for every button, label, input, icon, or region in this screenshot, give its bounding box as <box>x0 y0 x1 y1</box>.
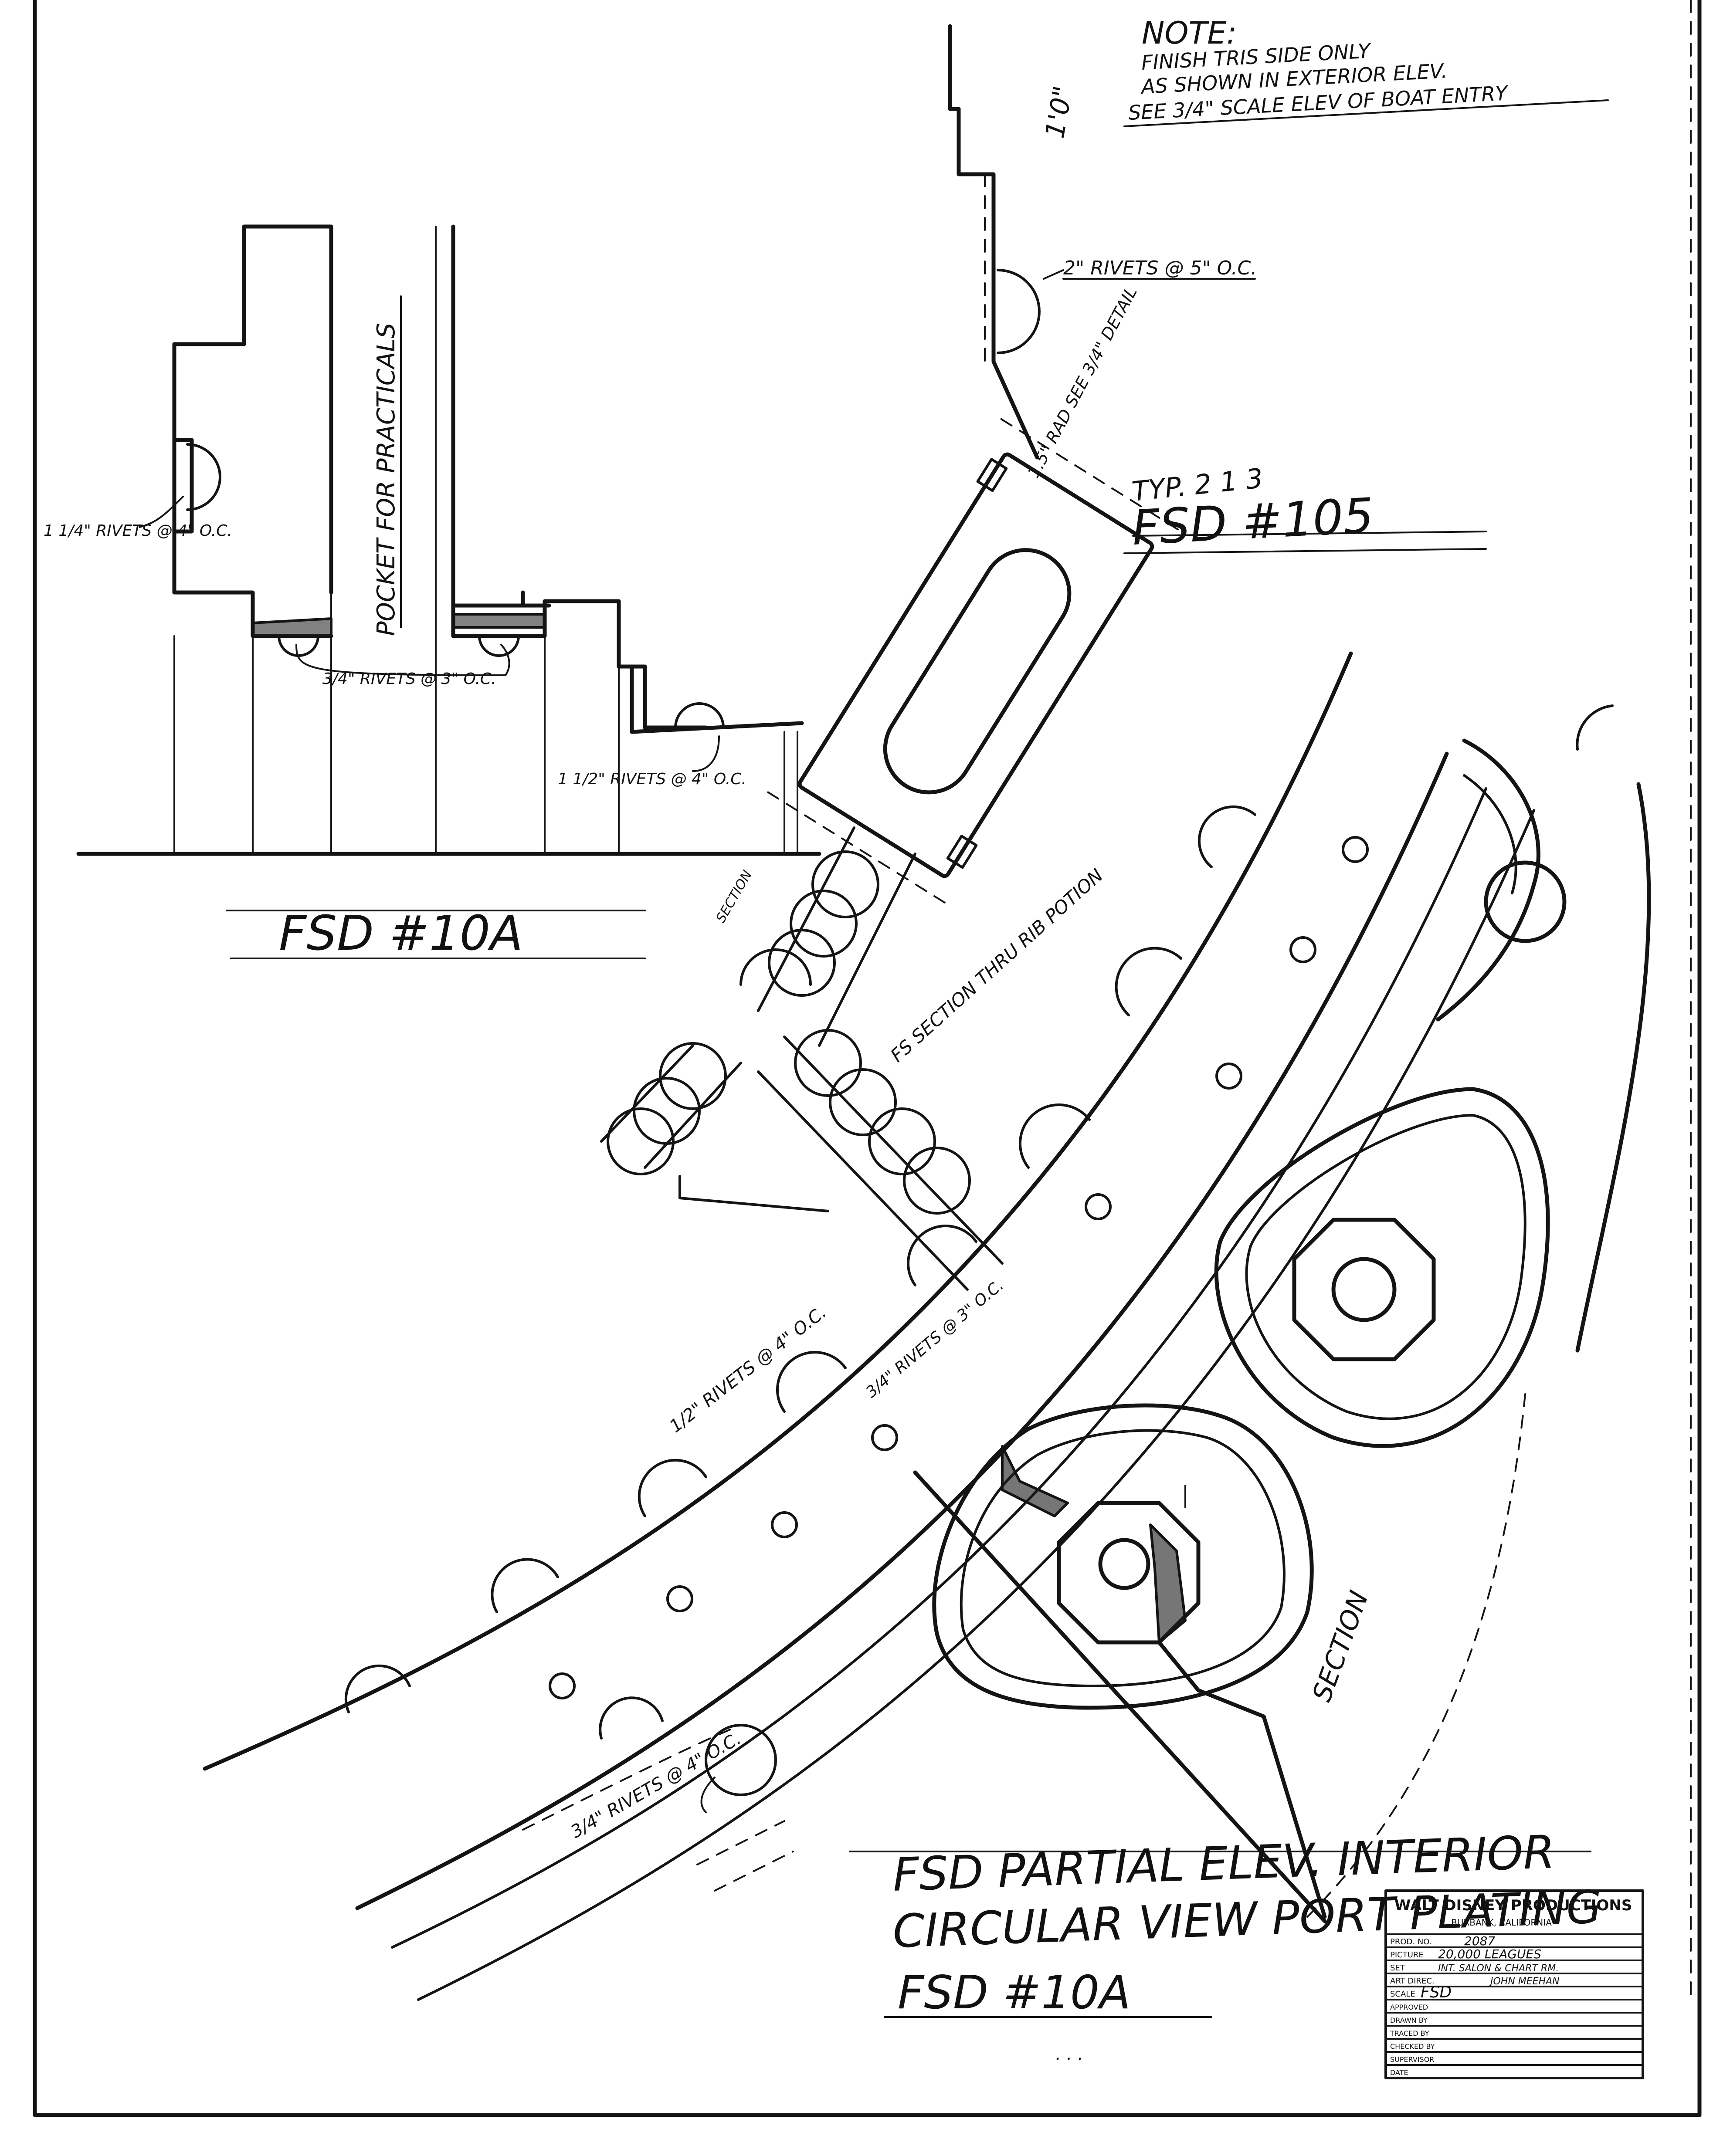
note-block: NOTE: FINISH TRIS SIDE ONLY AS SHOWN IN … <box>1040 15 1609 141</box>
tb-scale-label: SCALE <box>1390 1990 1415 1999</box>
tb-city: BURBANK, CALIFORNIA <box>1451 1917 1552 1928</box>
tb-picture-label: PICTURE <box>1390 1950 1424 1960</box>
note-dimension: 1'0" <box>1040 84 1079 141</box>
section-lower-label: SECTION <box>1306 1587 1374 1706</box>
right-slots <box>1306 704 1651 1918</box>
upper-left-section: 1 1/4" RIVETS @ 4" O.C. 3/4" RIVETS @ 3"… <box>44 224 821 856</box>
tb-company: WALT DISNEY PRODUCTIONS <box>1394 1897 1632 1914</box>
tb-row-approved: APPROVED <box>1390 2003 1428 2011</box>
fsd105-label: FSD #105 <box>1131 487 1375 556</box>
tb-scale: FSD <box>1421 1983 1452 2001</box>
tb-prod: 2087 <box>1464 1934 1495 1948</box>
tb-picture: 20,000 LEAGUES <box>1438 1947 1541 1961</box>
triangle-holes: SECTION <box>932 1087 1550 1919</box>
tb-art-label: ART DIREC. <box>1390 1977 1435 1986</box>
fsd105-label-group: TYP. 2 1 3 FSD #105 1.5" RAD SEE 3/4" DE… <box>1024 284 1487 556</box>
tb-set: INT. SALON & CHART RM. <box>1438 1963 1559 1974</box>
note-title: NOTE: <box>1142 15 1237 51</box>
tb-prod-label: PROD. NO. <box>1390 1937 1431 1946</box>
tb-art: JOHN MEEHAN <box>1489 1976 1560 1987</box>
viewport-frame <box>767 418 1187 909</box>
rivets-1-quarter-label: 1 1/4" RIVETS @ 4" O.C. <box>44 522 232 540</box>
tb-row-checked: CHECKED BY <box>1390 2042 1435 2051</box>
tb-row-drawn: DRAWN BY <box>1390 2016 1428 2024</box>
tb-row-traced: TRACED BY <box>1390 2029 1429 2038</box>
main-title-line-3: FSD #10A <box>898 1966 1131 2019</box>
upper-right-frame: 2" RIVETS @ 5" O.C. <box>948 24 1257 460</box>
rivets-1-half-label: 1 1/2" RIVETS @ 4" O.C. <box>558 770 746 788</box>
fs-section-label: FS SECTION THRU RIB POTION <box>886 864 1107 1066</box>
sheet-border <box>33 0 1702 2117</box>
pocket-label: POCKET FOR PRACTICALS <box>372 323 400 636</box>
tb-row-date: DATE <box>1390 2068 1408 2077</box>
tb-row-supervisor: SUPERVISOR <box>1390 2055 1434 2064</box>
rivets-3-4-a-label: 3/4" RIVETS @ 3" O.C. <box>322 670 496 688</box>
lower-left-rivets: 3/4" RIVETS @ 4" O.C. <box>522 1696 794 1892</box>
rivets-2-label: 2" RIVETS @ 5" O.C. <box>1063 257 1257 279</box>
title-flourish: · · · <box>1055 2049 1082 2069</box>
fsd10a-upper-label: FSD #10A <box>279 905 523 961</box>
rad-label: 1.5" RAD SEE 3/4" DETAIL <box>1024 284 1141 481</box>
title-block-box: WALT DISNEY PRODUCTIONS BURBANK, CALIFOR… <box>1384 1889 1644 2079</box>
fsd10a-upper-label-group: FSD #10A <box>226 905 646 961</box>
tb-set-label: SET <box>1390 1963 1405 1973</box>
rib-section-strips: FS SECTION THRU RIB POTION SECTION <box>600 826 1107 1291</box>
section-label: SECTION <box>713 868 755 925</box>
